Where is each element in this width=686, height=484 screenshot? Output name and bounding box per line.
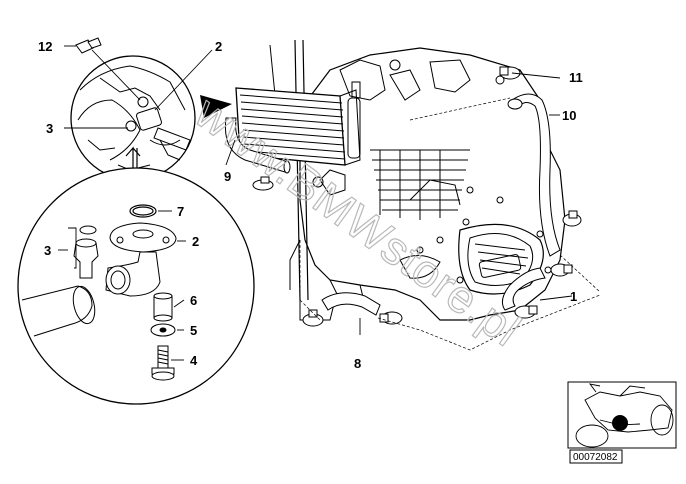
- detail-circle-upper: [70, 55, 196, 181]
- motorcycle-thumbnail: 00072082: [567, 381, 677, 464]
- callout-3-upper: 3: [46, 121, 53, 136]
- part-4-screw: [151, 345, 175, 381]
- hose-clamp: [562, 210, 582, 227]
- callout-9: 9: [224, 169, 231, 184]
- callout-6: 6: [190, 293, 197, 308]
- pointer-arrow: [200, 95, 232, 118]
- reference-lines: [299, 97, 601, 351]
- part-6-sleeve: [153, 292, 173, 322]
- callout-3-lower: 3: [44, 243, 51, 258]
- part-7-o-ring: [129, 204, 157, 218]
- leader-lines: [58, 45, 573, 361]
- callout-12: 12: [38, 39, 52, 54]
- hose-1: [501, 263, 573, 319]
- callout-4: 4: [190, 353, 198, 368]
- callout-1: 1: [570, 289, 577, 304]
- radiator: [235, 81, 361, 166]
- callout-11: 11: [569, 70, 583, 85]
- callout-2-upper: 2: [215, 39, 222, 54]
- engine-assembly: [269, 39, 566, 321]
- part-3-connector: [73, 225, 99, 279]
- hose-8: [302, 292, 403, 327]
- reference-code: 00072082: [573, 452, 618, 463]
- hose-10: [499, 66, 582, 257]
- hose-clamp: [499, 66, 521, 80]
- hose-clamp: [550, 263, 573, 277]
- hose-clamp: [252, 176, 274, 191]
- part-2-housing: [105, 222, 177, 297]
- callout-10: 10: [562, 108, 576, 123]
- hose-clamp: [514, 305, 538, 319]
- hose-clamp: [379, 311, 403, 325]
- hose-9: [224, 117, 291, 191]
- hose-clamp: [302, 309, 324, 327]
- part-12-bleed-screw: [75, 37, 102, 54]
- part-5-washer: [150, 323, 176, 337]
- callout-5: 5: [190, 323, 197, 338]
- callout-7: 7: [177, 204, 184, 219]
- callout-8: 8: [354, 356, 361, 371]
- callout-2-lower: 2: [192, 234, 199, 249]
